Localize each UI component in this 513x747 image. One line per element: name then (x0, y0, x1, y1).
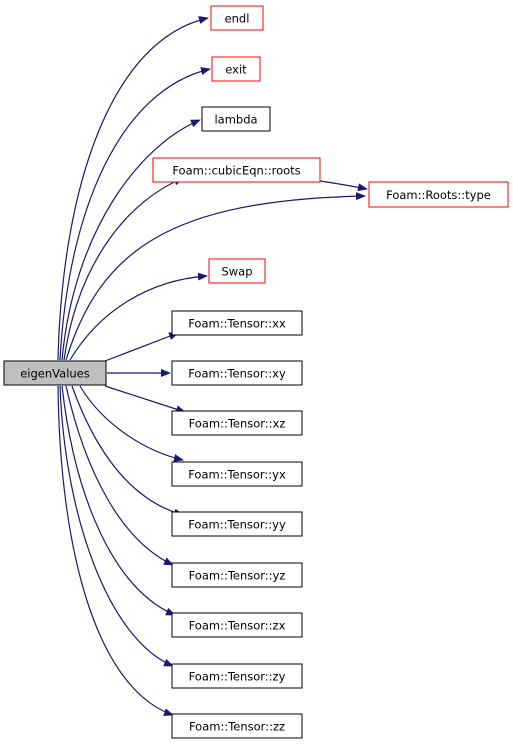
node-eigenvalues[interactable]: eigenValues (3, 360, 107, 386)
node-exit-label: exit (225, 63, 247, 77)
edge-to-roots-type (65, 192, 366, 361)
node-tensor-xy-label: Foam::Tensor::xy (188, 367, 286, 381)
node-roots-type[interactable]: Foam::Roots::type (368, 181, 509, 208)
node-endl-label: endl (225, 12, 250, 26)
edge-to-yy (71, 385, 184, 517)
node-swap[interactable]: Swap (208, 258, 266, 284)
edge-to-xx (104, 332, 179, 362)
node-lambda[interactable]: lambda (201, 106, 271, 132)
node-tensor-zx-label: Foam::Tensor::zx (189, 619, 286, 633)
node-tensor-yy-label: Foam::Tensor::yy (188, 518, 286, 532)
node-tensor-xz[interactable]: Foam::Tensor::xz (171, 410, 303, 436)
node-tensor-zz-label: Foam::Tensor::zz (189, 720, 285, 734)
node-lambda-label: lambda (214, 113, 257, 127)
node-tensor-yx[interactable]: Foam::Tensor::yx (171, 461, 303, 487)
node-tensor-yy[interactable]: Foam::Tensor::yy (171, 511, 303, 537)
node-tensor-xz-label: Foam::Tensor::xz (189, 417, 286, 431)
node-tensor-zy-label: Foam::Tensor::zy (189, 670, 286, 684)
edge-to-swap (69, 272, 208, 361)
node-tensor-yz[interactable]: Foam::Tensor::yz (171, 562, 303, 588)
node-swap-label: Swap (221, 265, 252, 279)
edge-to-endl (57, 16, 209, 361)
node-tensor-yx-label: Foam::Tensor::yx (188, 468, 286, 482)
node-tensor-yz-label: Foam::Tensor::yz (189, 569, 286, 583)
edge-roots-to-type (319, 180, 368, 192)
node-cubic-roots[interactable]: Foam::cubicEqn::roots (152, 157, 321, 183)
edge-to-zz (57, 385, 174, 716)
node-tensor-zy[interactable]: Foam::Tensor::zy (171, 663, 303, 689)
node-cubic-roots-label: Foam::cubicEqn::roots (172, 164, 300, 178)
edge-to-exit (59, 67, 211, 361)
edge-to-zx (61, 385, 176, 616)
node-tensor-xx[interactable]: Foam::Tensor::xx (171, 310, 303, 336)
edge-to-yz (65, 385, 174, 566)
node-tensor-zx[interactable]: Foam::Tensor::zx (171, 612, 303, 638)
node-eigenvalues-label: eigenValues (20, 367, 90, 381)
node-endl[interactable]: endl (210, 5, 264, 31)
node-roots-type-label: Foam::Roots::type (386, 188, 491, 202)
edge-to-cubic-roots (63, 177, 184, 361)
node-tensor-xx-label: Foam::Tensor::xx (188, 317, 286, 331)
edge-to-lambda (61, 119, 201, 361)
node-tensor-zz[interactable]: Foam::Tensor::zz (171, 713, 303, 739)
edge-to-xz (104, 385, 186, 414)
node-tensor-xy[interactable]: Foam::Tensor::xy (171, 360, 303, 386)
edge-to-zy (59, 385, 174, 667)
node-exit[interactable]: exit (211, 56, 261, 82)
edge-to-yx (79, 385, 184, 462)
